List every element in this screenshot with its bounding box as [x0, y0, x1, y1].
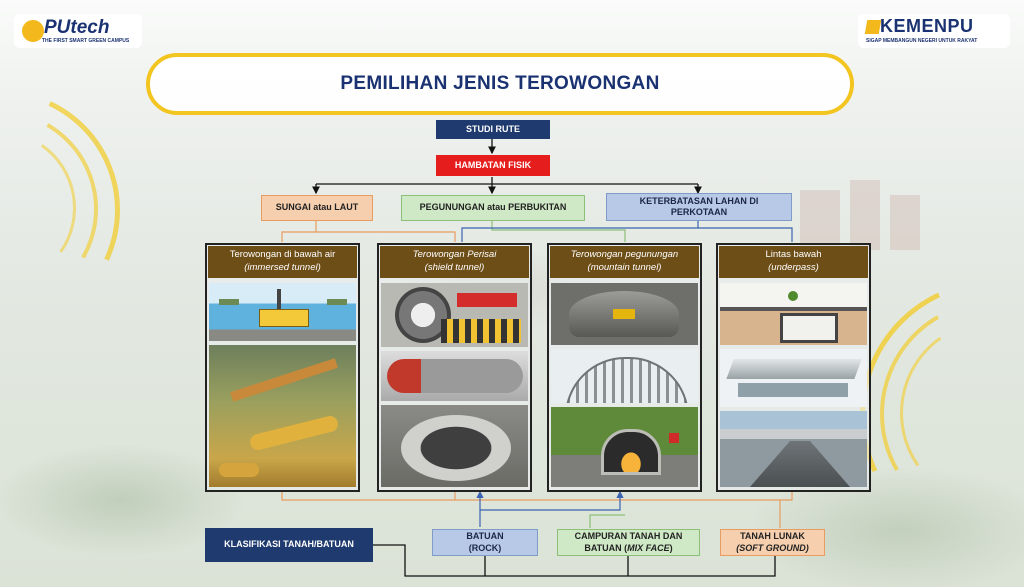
panel-mountain-tunnel: Terowongan pegunungan (mountain tunnel): [547, 243, 702, 492]
panel-immersed-term: (immersed tunnel): [244, 262, 321, 273]
panel-shield-tunnel: Terowongan Perisai (shield tunnel): [377, 243, 532, 492]
studi-rute-box: STUDI RUTE: [436, 120, 550, 139]
panel-immersed-header: Terowongan di bawah air (immersed tunnel…: [208, 246, 357, 278]
panel-immersed-tunnel: Terowongan di bawah air (immersed tunnel…: [205, 243, 360, 492]
campuran-term-prefix: BATUAN (: [584, 542, 628, 553]
panel-underpass-term: (underpass): [768, 262, 819, 273]
shield-machine-crew-image: [381, 283, 528, 347]
title-banner: PEMILIHAN JENIS TEROWONGAN: [146, 53, 854, 115]
mountain-tunnel-excavation-image: [551, 283, 698, 345]
pegunungan-label: PEGUNUNGAN atau PERBUKITAN: [419, 202, 567, 213]
panel-mountain-header: Terowongan pegunungan (mountain tunnel): [550, 246, 699, 278]
putech-emblem-icon: [22, 20, 44, 42]
kemenpu-tagline: SIGAP MEMBANGUN NEGERI UNTUK RAKYAT: [866, 38, 978, 44]
panel-mountain-term: (mountain tunnel): [587, 262, 662, 273]
hambatan-fisik-box: HAMBATAN FISIK: [436, 155, 550, 176]
campuran-box: CAMPURAN TANAH DAN BATUAN (MIX FACE): [557, 529, 700, 556]
panel-underpass-header: Lintas bawah (underpass): [719, 246, 868, 278]
campuran-term-suffix: ): [669, 542, 673, 553]
immersed-cross-section-image: [209, 283, 356, 341]
campuran-label: CAMPURAN TANAH DAN: [574, 531, 683, 542]
perkotaan-box: KETERBATASAN LAHAN DI PERKOTAAN: [606, 193, 792, 221]
underpass-deck-render-image: [720, 349, 867, 407]
panel-shield-title: Terowongan Perisai: [412, 249, 497, 261]
tanah-lunak-term: (SOFT GROUND): [736, 542, 809, 553]
background-building: [850, 180, 880, 250]
panel-immersed-title: Terowongan di bawah air: [229, 249, 336, 261]
kemenpu-wordmark: KEMENPU: [880, 16, 974, 36]
panel-underpass: Lintas bawah (underpass): [716, 243, 871, 492]
mountain-tunnel-portal-image: [551, 407, 698, 487]
studi-rute-label: STUDI RUTE: [466, 123, 520, 134]
hambatan-fisik-label: HAMBATAN FISIK: [454, 159, 532, 170]
pegunungan-box: PEGUNUNGAN atau PERBUKITAN: [401, 195, 585, 221]
putech-wordmark: PUtech: [44, 17, 110, 38]
sungai-laut-box: SUNGAI atau LAUT: [261, 195, 373, 221]
sungai-laut-label: SUNGAI atau LAUT: [275, 202, 359, 213]
immersed-underwater-image: [209, 345, 356, 487]
batuan-box: BATUAN (ROCK): [432, 529, 538, 556]
kemenpu-logo: KEMENPU SIGAP MEMBANGUN NEGERI UNTUK RAK…: [858, 14, 1010, 48]
mountain-tunnel-steel-ribs-image: [551, 349, 698, 403]
panel-mountain-title: Terowongan pegunungan: [570, 249, 679, 261]
panel-underpass-title: Lintas bawah: [765, 249, 822, 261]
background-building: [890, 195, 920, 250]
panel-shield-term: (shield tunnel): [424, 262, 485, 273]
background-building: [800, 190, 840, 250]
campuran-term: BATUAN (MIX FACE): [584, 543, 672, 554]
tanah-lunak-label: TANAH LUNAK: [740, 531, 805, 542]
batuan-label: BATUAN: [466, 531, 504, 542]
campuran-term-mixface: MIX FACE: [627, 542, 670, 553]
page-title: PEMILIHAN JENIS TEROWONGAN: [340, 73, 660, 94]
panel-shield-header: Terowongan Perisai (shield tunnel): [380, 246, 529, 278]
underpass-cross-section-image: [720, 283, 867, 345]
batuan-term: (ROCK): [468, 542, 502, 553]
perkotaan-label: KETERBATASAN LAHAN DI PERKOTAAN: [639, 195, 759, 217]
shield-machine-cutaway-image: [381, 351, 528, 401]
putech-logo: PUtech THE FIRST SMART GREEN CAMPUS: [14, 14, 142, 48]
shield-tunnel-lining-image: [381, 405, 528, 487]
putech-tagline: THE FIRST SMART GREEN CAMPUS: [42, 38, 130, 44]
klasifikasi-box: KLASIFIKASI TANAH/BATUAN: [205, 528, 373, 562]
tanah-lunak-box: TANAH LUNAK (SOFT GROUND): [720, 529, 825, 556]
underpass-road-photo-image: [720, 411, 867, 487]
klasifikasi-label: KLASIFIKASI TANAH/BATUAN: [224, 539, 354, 550]
